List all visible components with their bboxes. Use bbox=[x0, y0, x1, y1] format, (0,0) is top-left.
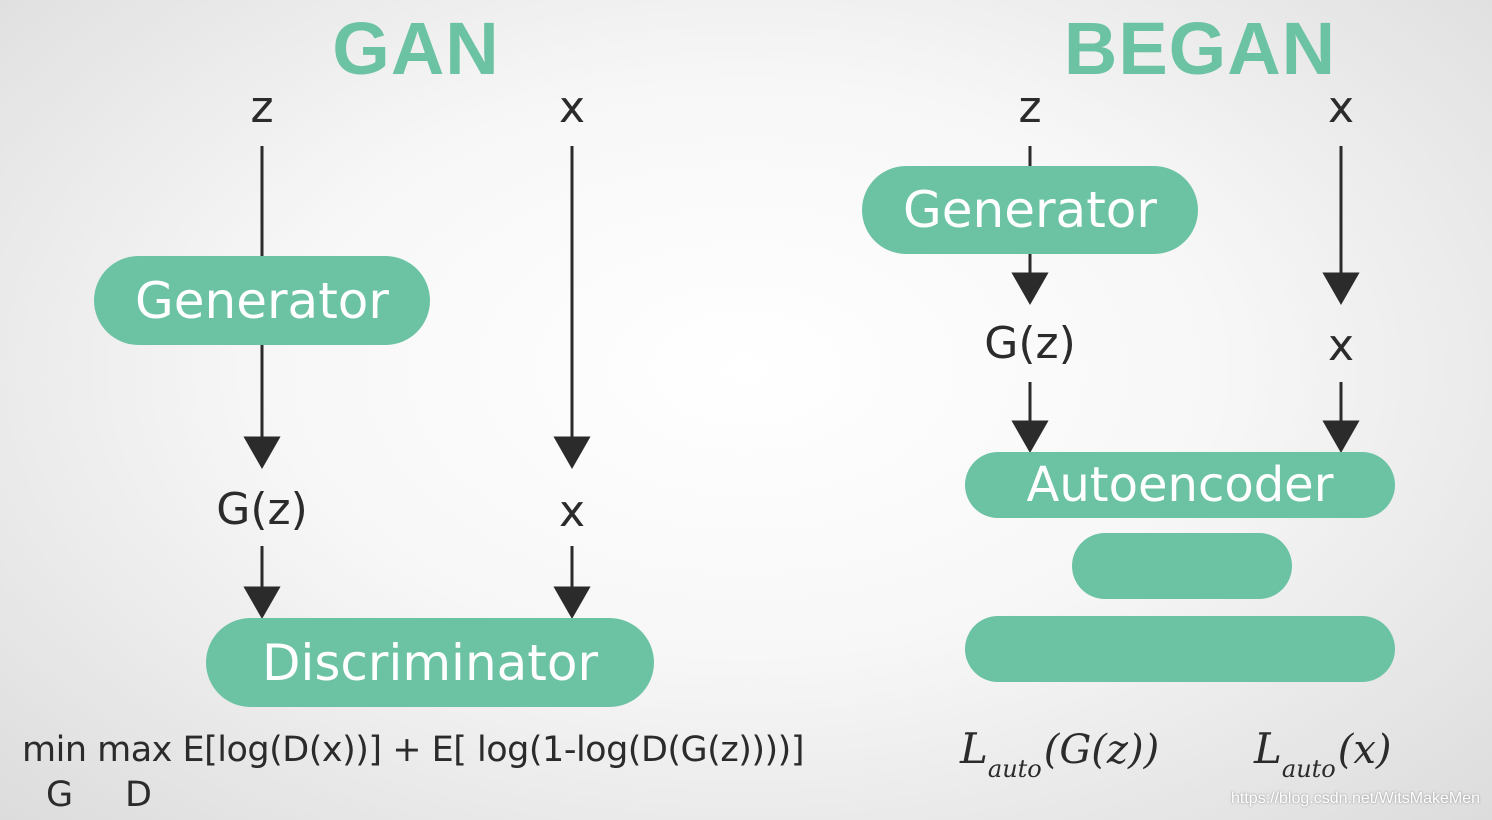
loss-right-subscript: auto bbox=[1281, 755, 1336, 783]
gan-discriminator-box: Discriminator bbox=[206, 618, 654, 707]
began-arrowhead-ae-right bbox=[1322, 420, 1360, 454]
began-autoencoder-box: Autoencoder bbox=[965, 452, 1395, 518]
autoencoder-middle-layer bbox=[1072, 533, 1292, 599]
began-generator-box: Generator bbox=[862, 166, 1198, 254]
gan-discriminator-label: Discriminator bbox=[261, 633, 599, 692]
began-x-label: x bbox=[1327, 82, 1355, 133]
began-z-label: z bbox=[1018, 82, 1042, 133]
began-arrowhead-ae-left bbox=[1011, 420, 1049, 454]
autoencoder-bottom-layer bbox=[965, 616, 1395, 682]
gan-generator-box: Generator bbox=[94, 256, 430, 345]
gan-arrowhead-gz bbox=[243, 436, 281, 470]
formula-subscript-d: D bbox=[125, 775, 152, 815]
began-title: BEGAN bbox=[1063, 7, 1337, 90]
loss-left-argument: (G(z)) bbox=[1043, 727, 1160, 773]
formula-subscript-g: G bbox=[46, 775, 74, 815]
loss-left-subscript: auto bbox=[987, 755, 1042, 783]
loss-auto-x: Lauto(x) bbox=[1254, 724, 1392, 783]
gan-title: GAN bbox=[332, 7, 500, 90]
began-arrowhead-gz bbox=[1011, 272, 1049, 306]
began-generator-label: Generator bbox=[903, 181, 1157, 239]
gan-arrowhead-discriminator-left bbox=[243, 586, 281, 620]
gan-gz-label: G(z) bbox=[216, 484, 308, 535]
gan-generator-label: Generator bbox=[135, 271, 389, 330]
loss-right-symbol: L bbox=[1254, 724, 1282, 773]
loss-auto-gz: Lauto(G(z)) bbox=[960, 724, 1160, 783]
gan-objective-formula: min max E[log(D(x))] + E[ log(1-log(D(G(… bbox=[22, 730, 804, 770]
gan-arrowhead-discriminator-right bbox=[553, 586, 591, 620]
gan-arrowhead-x bbox=[553, 436, 591, 470]
watermark-url: https://blog.csdn.net/WitsMakeMen bbox=[1231, 790, 1480, 807]
gan-z-label: z bbox=[250, 82, 274, 133]
began-arrowhead-x bbox=[1322, 272, 1360, 306]
began-x-label-2: x bbox=[1327, 320, 1355, 371]
began-gz-label: G(z) bbox=[984, 318, 1076, 369]
loss-right-argument: (x) bbox=[1337, 727, 1392, 773]
gan-x-label: x bbox=[558, 82, 586, 133]
began-autoencoder-label: Autoencoder bbox=[1026, 457, 1334, 513]
gan-x-label-2: x bbox=[558, 486, 586, 537]
loss-left-symbol: L bbox=[960, 724, 988, 773]
